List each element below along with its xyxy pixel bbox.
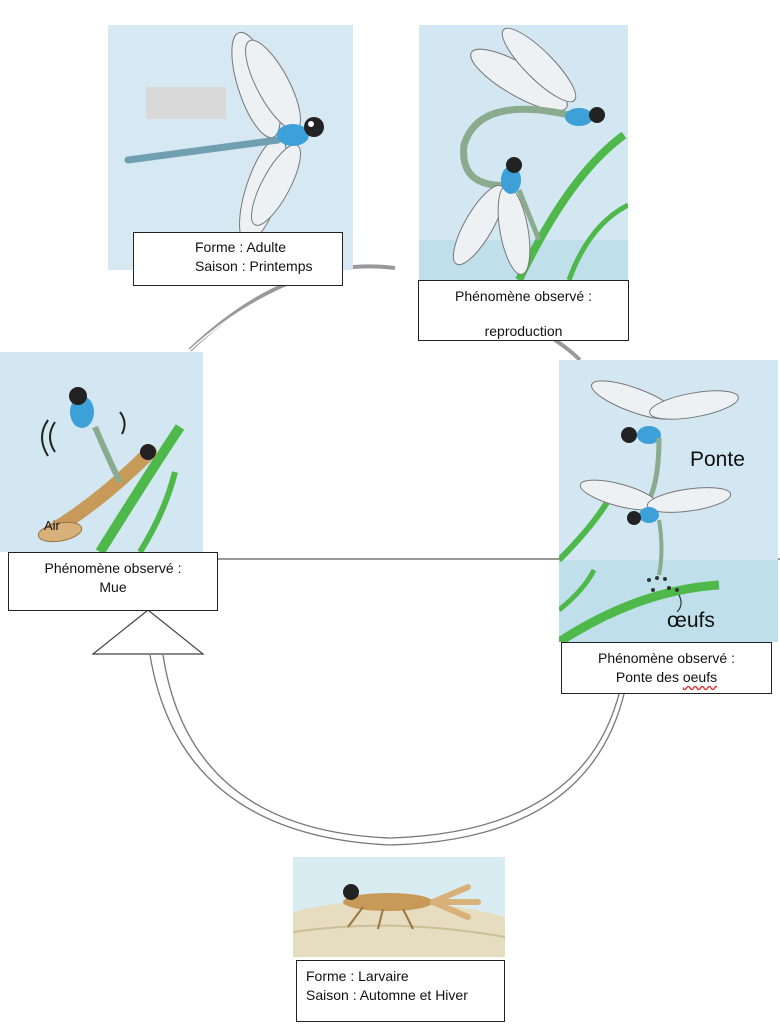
reproduction-title: Phénomène observé : <box>455 288 592 304</box>
ponte-title: Phénomène observé : <box>598 650 735 666</box>
reproduction-info-box: Phénomène observé : reproduction <box>418 280 629 341</box>
reproduction-image <box>419 25 628 280</box>
molting-image: Air <box>0 352 203 552</box>
adult-saison: Saison : Printemps <box>195 258 313 274</box>
larva-forme: Forme : Larvaire <box>306 968 409 984</box>
mue-title: Phénomène observé : <box>44 560 182 576</box>
molting-info-box: Phénomène observé : Mue <box>8 552 218 611</box>
ponte-value: Ponte des oeufs <box>562 668 771 687</box>
adult-forme: Forme : Adulte <box>195 239 287 255</box>
reproduction-value: reproduction <box>484 323 563 339</box>
larva-saison: Saison : Automne et Hiver <box>306 987 468 1003</box>
egg-laying-image: Ponte œufs <box>559 360 778 642</box>
ponte-value-pre: Ponte des <box>615 669 683 685</box>
eggs-picture-label: œufs <box>667 609 715 632</box>
ponte-value-word: oeufs <box>682 669 718 685</box>
larva-info-box: Forme : Larvaire Saison : Automne et Hiv… <box>296 960 505 1022</box>
egg-laying-info-box: Phénomène observé : Ponte des oeufs <box>561 642 772 694</box>
air-picture-label: Air <box>44 518 60 533</box>
mue-value: Mue <box>99 579 127 595</box>
adult-info-box: Forme : Adulte Saison : Printemps <box>133 232 343 286</box>
ponte-picture-label: Ponte <box>690 448 745 471</box>
larva-image <box>293 857 505 957</box>
adult-dragonfly-image <box>108 25 353 270</box>
